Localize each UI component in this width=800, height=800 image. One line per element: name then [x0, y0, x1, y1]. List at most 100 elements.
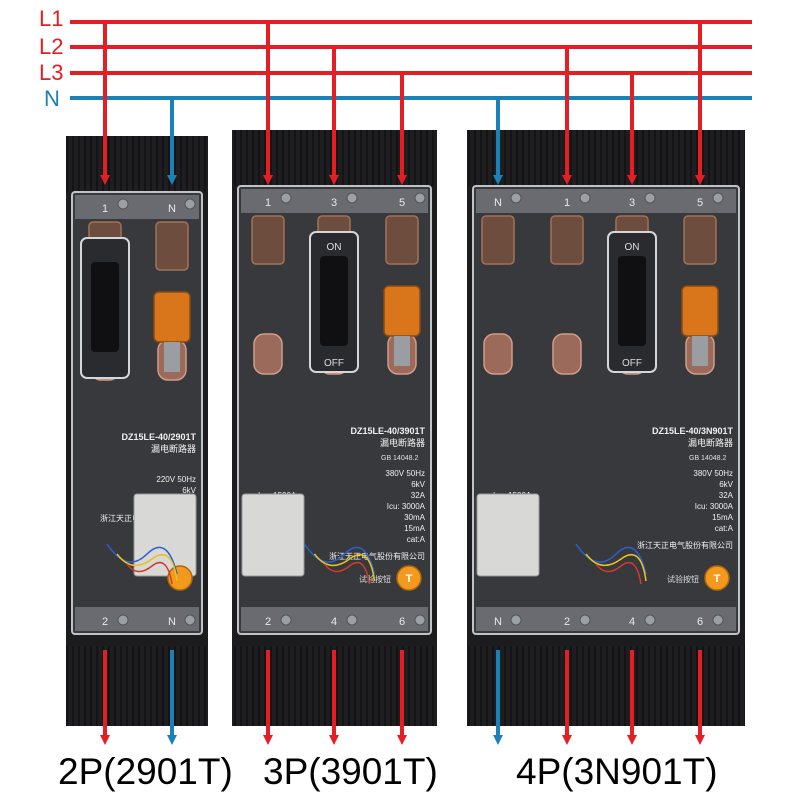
bottom-terminal-label: 2 [102, 616, 108, 628]
top-clamp [683, 215, 717, 265]
contact-clamp [552, 333, 582, 375]
rating-label: Icu: 3000A [387, 502, 426, 511]
trip-coil [383, 285, 421, 337]
screw [184, 198, 196, 210]
handle-lever [618, 256, 646, 346]
top-terminal-label: 1 [564, 197, 570, 209]
line-label-l1: L1 [39, 6, 64, 31]
test-label: 试验按钮 [359, 574, 391, 584]
terminal-strip-top [75, 195, 199, 219]
test-button-label: T [406, 573, 413, 585]
model-label: DZ15LE-40/3901T [350, 426, 425, 436]
bottom-terminal-label: 2 [265, 616, 271, 628]
top-clamp [155, 221, 189, 271]
wires-layer [70, 20, 752, 745]
top-terminal-label: N [168, 203, 176, 215]
product-name: 漏电断路器 [151, 443, 196, 454]
bottom-ribs [467, 646, 745, 726]
switch-off-label: OFF [622, 358, 642, 369]
trip-coil [153, 291, 191, 343]
rating-label: 220V 50Hz [156, 475, 196, 484]
rating-label: 380V 50Hz [385, 469, 425, 478]
rating-label: 6kV [719, 480, 733, 489]
switch-on-label: ON [327, 242, 342, 253]
residual-current-module [133, 493, 197, 577]
residual-current-module [241, 493, 305, 577]
caption-2p: 2P(2901T) [58, 751, 233, 792]
internal-wire [323, 561, 371, 585]
contact-clamp [253, 333, 283, 375]
model-label: DZ15LE-40/3N901T [652, 426, 734, 436]
test-button [396, 565, 422, 591]
screw [346, 614, 358, 626]
screw [579, 614, 591, 626]
test-button-label: T [714, 573, 721, 585]
top-terminal-label: 1 [265, 197, 271, 209]
top-terminal-label: 1 [102, 203, 108, 215]
standard-label: GB 14048.2 [381, 455, 418, 462]
terminal-strip-bottom [75, 607, 199, 631]
top-clamp [251, 215, 285, 265]
top-ribs [66, 136, 208, 192]
line-label-l3: L3 [39, 60, 64, 85]
model-label: DZ15LE-40/2901T [121, 432, 196, 442]
screw [414, 614, 426, 626]
screw [280, 614, 292, 626]
coil-plunger [394, 336, 410, 366]
top-ribs [467, 130, 745, 186]
top-terminal-label: 3 [331, 197, 337, 209]
coil-plunger [692, 336, 708, 366]
switch-on-label: ON [625, 242, 640, 253]
bottom-terminal-label: N [168, 616, 176, 628]
rating-label: 32A [411, 491, 426, 500]
internal-wire [116, 553, 178, 582]
caption-4p: 4P(3N901T) [516, 751, 718, 792]
standard-label: GB 14048.2 [689, 455, 726, 462]
bottom-terminal-label: N [494, 616, 502, 628]
product-name: 漏电断路器 [688, 437, 733, 448]
rating-label: 380V 50Hz [693, 469, 733, 478]
screw [712, 192, 724, 204]
screw [346, 192, 358, 204]
residual-current-module [476, 493, 540, 577]
handle-lever [320, 256, 348, 346]
terminal-strip-bottom [241, 607, 428, 631]
screw [644, 192, 656, 204]
terminal-strip-top [241, 189, 428, 213]
screw [644, 614, 656, 626]
screw [184, 614, 196, 626]
screw [414, 192, 426, 204]
line-label-n: N [44, 86, 60, 111]
rating-label: 6kV [182, 486, 196, 495]
rating-label: cat:A [407, 535, 426, 544]
manufacturer-label: 浙江天正电气股份有限公司 [329, 551, 425, 561]
screw [117, 614, 129, 626]
test-label: 试验按钮 [667, 574, 699, 584]
screw [117, 198, 129, 210]
top-terminal-label: 5 [697, 197, 703, 209]
top-terminal-label: N [494, 197, 502, 209]
screw [510, 614, 522, 626]
bottom-terminal-label: 2 [564, 616, 570, 628]
caption-3p: 3P(3901T) [263, 751, 438, 792]
top-terminal-label: 5 [399, 197, 405, 209]
screw [712, 614, 724, 626]
trip-coil [681, 285, 719, 337]
line-label-l2: L2 [39, 34, 64, 59]
rating-label: 32A [719, 491, 734, 500]
rating-label: Icu: 3000A [695, 502, 734, 511]
rating-label: 15mA [404, 524, 426, 533]
coil-plunger [164, 342, 180, 372]
bottom-terminal-label: 4 [629, 616, 635, 628]
product-name: 漏电断路器 [380, 437, 425, 448]
test-button [704, 565, 730, 591]
rating-label: cat:A [715, 524, 734, 533]
top-clamp [550, 215, 584, 265]
bottom-ribs [66, 646, 208, 726]
internal-wire [126, 561, 173, 585]
switch-off-label: OFF [324, 358, 344, 369]
